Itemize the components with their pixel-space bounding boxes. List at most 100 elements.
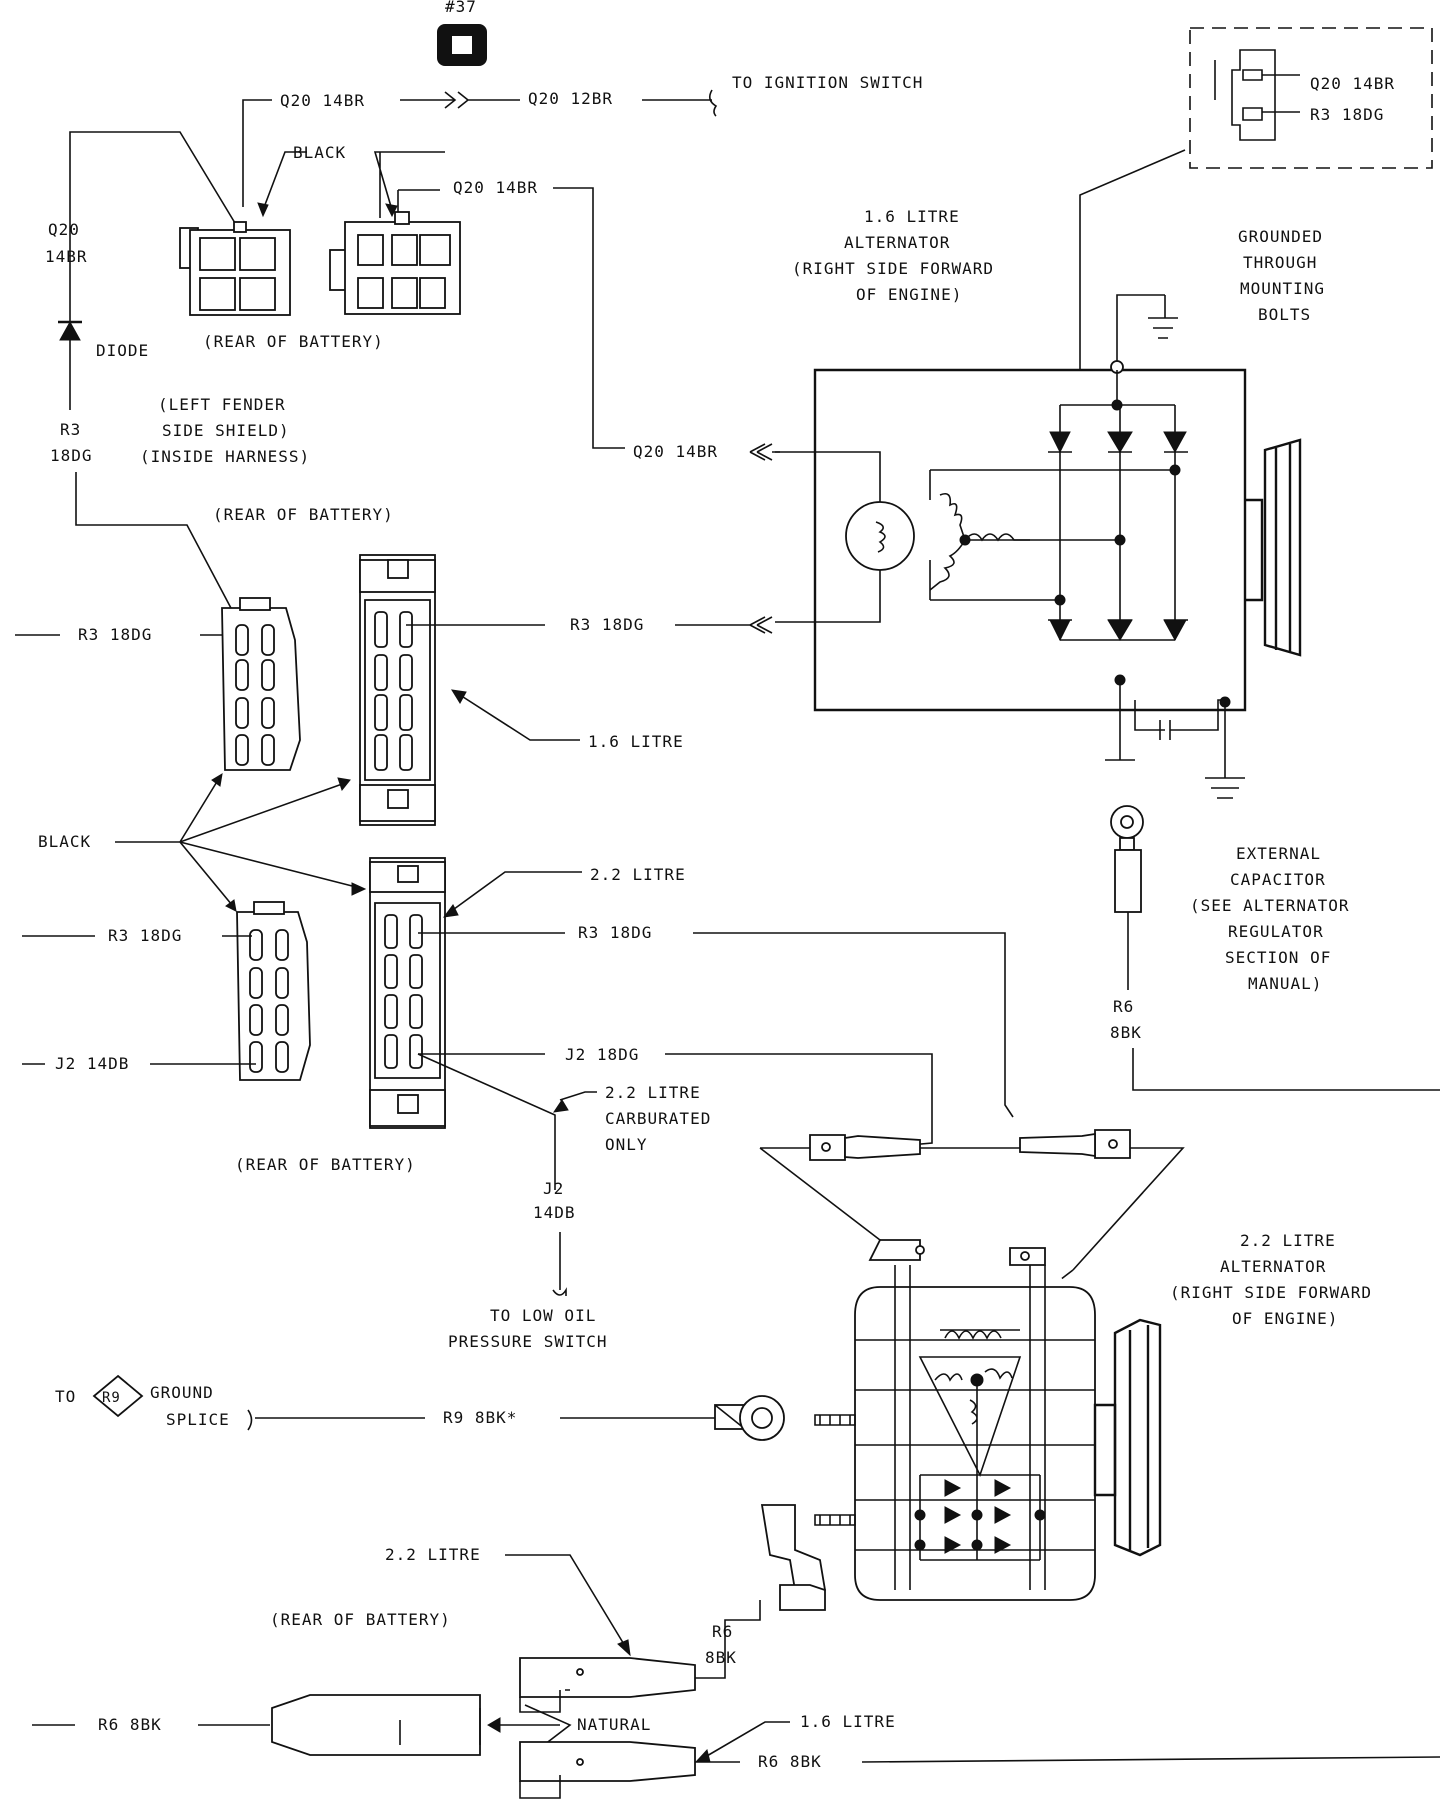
label-inset-q20: Q20 14BR: [1310, 74, 1395, 93]
alt16-title-2: ALTERNATOR: [844, 233, 950, 252]
black-arrow-1: [262, 151, 307, 211]
label-q20-14br-top: Q20 14BR: [280, 91, 365, 110]
label-litre16-bottom: 1.6 LITRE: [800, 1712, 896, 1731]
label-litre16-mid: 1.6 LITRE: [588, 732, 684, 751]
label-carb-2: CARBURATED: [605, 1109, 711, 1128]
label-carb-1: 2.2 LITRE: [605, 1083, 701, 1102]
alt16-housing: [813, 368, 1247, 712]
label-to-ignition: TO IGNITION SWITCH: [732, 73, 923, 92]
label-to: TO: [55, 1387, 76, 1406]
label-litre22-mid: 2.2 LITRE: [590, 865, 686, 884]
grounded-4: BOLTS: [1258, 305, 1311, 324]
detail-triangle: [759, 1147, 1185, 1271]
to-ignition-wire: [642, 89, 718, 117]
label-r6-8bk-left: R6 8BK: [98, 1715, 162, 1734]
terminal-connector-right: [1019, 1129, 1131, 1159]
label-litre22-bottom: 2.2 LITRE: [385, 1545, 481, 1564]
label-r3-left-1: R3 18DG: [78, 625, 152, 644]
ext-cap-2: CAPACITOR: [1230, 870, 1326, 889]
connector-r6-female: [271, 1694, 481, 1756]
grounded-2: THROUGH: [1243, 253, 1317, 272]
battery-connector-female-22: [236, 901, 311, 1081]
label-left-fender-1: (LEFT FENDER: [158, 395, 286, 414]
label-8bk-mid: 8BK: [1110, 1023, 1142, 1042]
alt16-title-4: OF ENGINE): [856, 285, 962, 304]
q20-wire-top: [242, 99, 272, 207]
label-r3-side: R3: [60, 420, 81, 439]
connector-37-label: #37: [445, 0, 477, 16]
label-r9-8bk: R9 8BK*: [443, 1408, 517, 1427]
alt22-title-3: (RIGHT SIDE FORWARD: [1170, 1283, 1372, 1302]
battery-connector-male-top: [329, 211, 461, 315]
ext-cap-5: SECTION OF: [1225, 948, 1331, 967]
label-q20-12br: Q20 12BR: [528, 89, 613, 108]
in-line-connector: [400, 91, 520, 109]
alternator-22-schematic: [814, 1239, 1162, 1601]
label-carb-3: ONLY: [605, 1135, 648, 1154]
label-low-oil-1: TO LOW OIL: [490, 1306, 596, 1325]
connector-r6-bottom: [519, 1741, 696, 1799]
label-14br-side: 14BR: [45, 247, 88, 266]
label-left-fender-3: (INSIDE HARNESS): [140, 447, 310, 466]
alt16-title-3: (RIGHT SIDE FORWARD: [792, 259, 994, 278]
alt22-title-1: 2.2 LITRE: [1240, 1231, 1336, 1250]
rectifier-diodes-bottom: [1049, 619, 1187, 642]
label-black-top: BLACK: [293, 143, 346, 162]
r9-badge-icon: [92, 1374, 144, 1418]
label-r6-mid: R6: [1113, 997, 1134, 1016]
rectifier-diodes-top: [1049, 431, 1187, 454]
label-inset-r3: R3 18DG: [1310, 105, 1384, 124]
label-8bk-bottom: 8BK: [705, 1648, 737, 1667]
battery-connector-female-top: [179, 221, 291, 316]
q20-side-wire: [69, 131, 239, 322]
inset-pointer-line: [1079, 149, 1186, 370]
alt16-pulley: [1263, 438, 1302, 657]
terminal-connector-left: [809, 1134, 921, 1161]
ext-cap-3: (SEE ALTERNATOR: [1190, 896, 1350, 915]
label-j2: J2: [543, 1179, 564, 1198]
label-natural: NATURAL: [577, 1715, 651, 1734]
label-ground: GROUND: [150, 1383, 214, 1402]
battery-connector-female-16: [221, 597, 301, 771]
label-q20-side: Q20: [48, 220, 80, 239]
alt16-hub: [1245, 498, 1264, 602]
label-j2-left: J2 14DB: [55, 1054, 129, 1073]
j2-wire-to-alt22: [665, 1053, 933, 1146]
r3-side-wire: [75, 472, 233, 611]
alternator-16-schematic: [775, 294, 1302, 799]
alt22-title-4: OF ENGINE): [1232, 1309, 1338, 1328]
label-diode: DIODE: [96, 341, 149, 360]
label-q20-14br-b: Q20 14BR: [453, 178, 538, 197]
label-r3-left-2: R3 18DG: [108, 926, 182, 945]
grounded-3: MOUNTING: [1240, 279, 1325, 298]
ground-icon-top: [1116, 294, 1178, 365]
label-alt16-r3: R3 18DG: [570, 615, 644, 634]
black-leader-lines: [115, 779, 361, 906]
battery-connector-male-16: [359, 554, 436, 826]
label-splice: SPLICE: [166, 1410, 230, 1429]
label-j2-18dg: J2 18DG: [565, 1045, 639, 1064]
ground-ring-terminal: [714, 1395, 785, 1441]
battery-connector-male-22: [369, 857, 446, 1129]
label-low-oil-2: PRESSURE SWITCH: [448, 1332, 608, 1351]
external-capacitor-internal: [1105, 680, 1225, 761]
ground-icon-bottom: [1205, 702, 1245, 799]
alt16-title-1: 1.6 LITRE: [864, 207, 960, 226]
label-18dg-side: 18DG: [50, 446, 93, 465]
label-alt16-q20: Q20 14BR: [633, 442, 718, 461]
ext-cap-4: REGULATOR: [1228, 922, 1324, 941]
r3-wire-to-alt22: [693, 932, 1014, 1118]
label-rear-battery-4: (REAR OF BATTERY): [270, 1610, 451, 1629]
ext-cap-6: MANUAL): [1248, 974, 1322, 993]
label-r9-badge: R9: [102, 1390, 121, 1406]
black-arrow-2: [373, 151, 445, 218]
label-rear-battery-3: (REAR OF BATTERY): [235, 1155, 416, 1174]
stator-coils: [929, 492, 1030, 591]
connector-r6-top: [519, 1657, 696, 1713]
label-rear-battery-1: (REAR OF BATTERY): [203, 332, 384, 351]
inset-connector-box: Q20 14BR R3 18DG: [1189, 27, 1433, 169]
connector-37: #37: [437, 0, 487, 66]
label-r6-8bk-right: R6 8BK: [758, 1752, 822, 1771]
alt22-title-2: ALTERNATOR: [1220, 1257, 1326, 1276]
